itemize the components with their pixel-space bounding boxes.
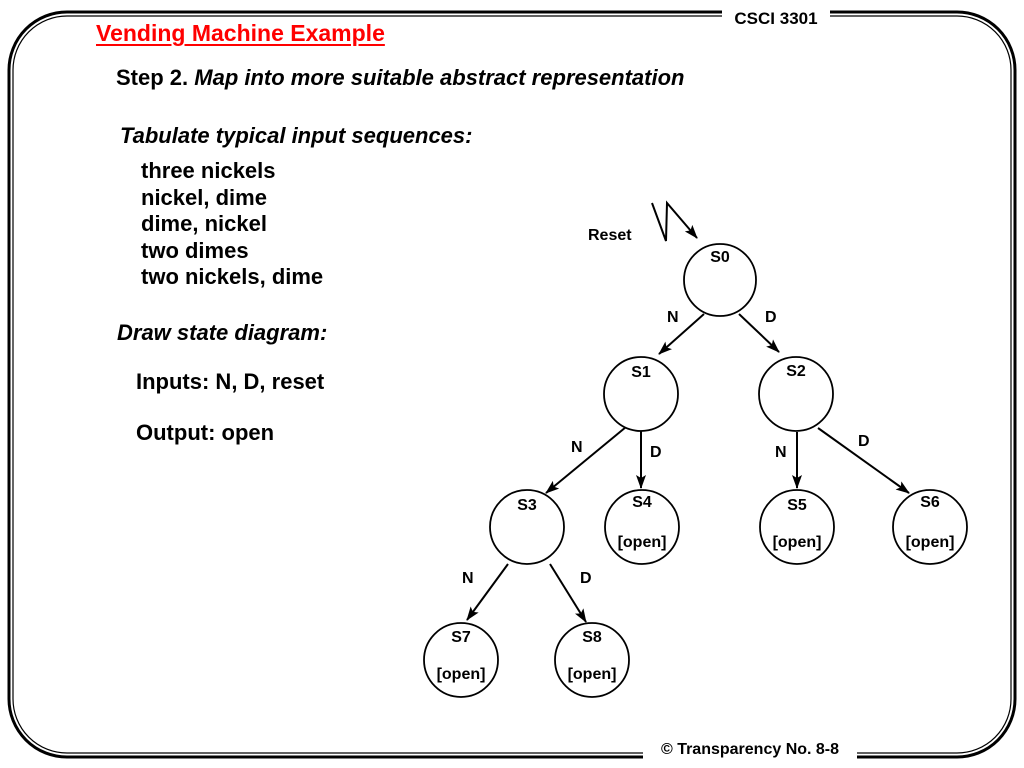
- list-item: two nickels, dime: [141, 264, 324, 289]
- transition-edge-s0-s2: [738, 313, 780, 353]
- state-id: S6: [920, 494, 940, 511]
- transparency-number: © Transparency No. 8-8: [643, 739, 857, 761]
- state-s8: S8 [open]: [554, 622, 630, 698]
- transition-edge-s3-s7: [466, 563, 509, 621]
- transition-edge-s3-s8: [549, 563, 587, 623]
- transition-edge-s2-s6: [817, 427, 910, 494]
- transition-edge-s0-s1: [658, 313, 705, 355]
- transition-label: N: [571, 439, 583, 456]
- list-item: nickel, dime: [141, 184, 267, 210]
- transition-label: D: [858, 433, 870, 450]
- reset-arrow: [651, 200, 698, 242]
- transition-label: N: [462, 570, 474, 587]
- state-s3: S3: [489, 489, 565, 565]
- transition-edge-s1-s3: [545, 426, 627, 494]
- state-output: [open]: [568, 666, 617, 683]
- step-prefix: Step 2.: [116, 65, 189, 90]
- sequence-list: three nickels nickel, dime dime, nickel …: [141, 158, 323, 291]
- transition-label: N: [667, 309, 679, 326]
- state-id: S1: [631, 364, 651, 381]
- output-line: Output: open: [136, 420, 275, 445]
- list-item: two dimes: [141, 237, 249, 263]
- state-output: [open]: [437, 666, 486, 683]
- state-output: [open]: [618, 534, 667, 551]
- state-id: S7: [451, 629, 471, 646]
- state-s7: S7 [open]: [423, 622, 499, 698]
- state-id: S4: [632, 494, 652, 511]
- state-s2: S2: [758, 356, 834, 432]
- state-s0: S0: [683, 243, 757, 317]
- transition-label: D: [765, 309, 777, 326]
- state-id: S2: [786, 363, 806, 380]
- list-item: three nickels: [141, 158, 276, 183]
- state-s1: S1: [603, 356, 679, 432]
- state-id: S5: [787, 497, 807, 514]
- state-output: [open]: [906, 534, 955, 551]
- state-id: S3: [517, 497, 537, 514]
- step-line: Step 2. Map into more suitable abstract …: [116, 65, 685, 91]
- list-item: dime, nickel: [141, 211, 267, 236]
- transition-label: D: [650, 444, 662, 461]
- course-label: CSCI 3301: [722, 8, 830, 30]
- transition-label: D: [580, 570, 592, 587]
- transition-label: N: [775, 444, 787, 461]
- state-s4: S4 [open]: [604, 489, 680, 565]
- inputs-line: Inputs: N, D, reset: [136, 369, 325, 394]
- reset-label: Reset: [588, 227, 632, 244]
- slide-title: Vending Machine Example: [96, 20, 385, 46]
- state-output: [open]: [773, 534, 822, 551]
- tabulate-heading: Tabulate typical input sequences:: [120, 123, 473, 148]
- state-id: S8: [582, 629, 602, 646]
- state-s5: S5 [open]: [759, 489, 835, 565]
- draw-heading: Draw state diagram:: [117, 320, 328, 345]
- step-text: Map into more suitable abstract represen…: [194, 65, 685, 90]
- state-id: S0: [710, 249, 730, 266]
- state-s6: S6 [open]: [892, 489, 968, 565]
